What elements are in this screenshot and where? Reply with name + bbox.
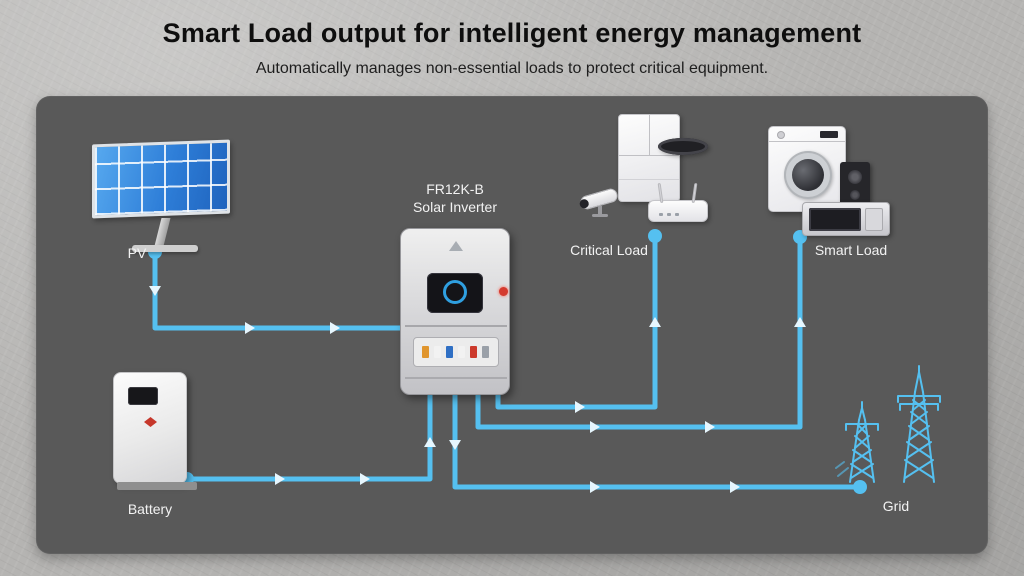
pv-to-inverter-line	[152, 249, 403, 331]
battery-base	[117, 482, 197, 490]
inverter-gauge-ring	[443, 280, 467, 304]
router-led	[659, 213, 663, 216]
small-tower-peak	[858, 401, 866, 421]
router-led	[667, 213, 671, 216]
inverter-to-critical-line	[495, 233, 658, 410]
fridge-door-line	[619, 155, 679, 156]
battery-graphic	[113, 368, 203, 498]
washer-knob	[777, 131, 785, 139]
security-camera-icon	[576, 187, 622, 218]
inverter-model: FR12K-B	[426, 181, 484, 197]
battery-to-inverter-line	[184, 392, 433, 482]
inverter-graphic	[400, 228, 514, 400]
terminal-orange	[422, 346, 429, 358]
inverter-seam	[405, 325, 507, 327]
fridge-icon	[618, 114, 680, 202]
grid-dot	[853, 480, 867, 494]
diagram-panel: PV Battery FR12K-B Solar Inverter	[36, 96, 988, 554]
microwave-window	[809, 208, 861, 231]
grid-spark-lines	[835, 461, 849, 477]
critical-load-graphic	[576, 114, 726, 238]
terminal-red	[470, 346, 477, 358]
solar-panel-icon	[92, 139, 230, 219]
grid-label: Grid	[882, 498, 910, 514]
router-led	[675, 213, 679, 216]
speaker-woofer	[848, 170, 862, 184]
smart-load-graphic	[764, 124, 909, 242]
terminal-white2	[458, 346, 465, 358]
inverter-terminal-panel	[413, 337, 499, 367]
fridge-split-line	[649, 115, 650, 155]
washer-display	[820, 131, 838, 138]
ceiling-light-icon	[658, 138, 708, 155]
terminal-blue	[446, 346, 453, 358]
solar-panel-pole	[154, 218, 171, 246]
pv-graphic	[86, 136, 246, 261]
grid-towers-icon	[835, 365, 941, 483]
washing-machine-icon	[768, 126, 846, 212]
terminal-white	[434, 346, 441, 358]
battery-screen	[128, 387, 158, 405]
small-tower-arm	[845, 423, 879, 431]
connection-lines	[148, 229, 867, 494]
page-title: Smart Load output for intelligent energy…	[162, 18, 862, 48]
page-subtitle: Automatically manages non-essential load…	[255, 60, 769, 77]
camera-lens	[578, 198, 590, 210]
smart-load-label: Smart Load	[814, 242, 888, 258]
battery-body	[113, 372, 187, 484]
inverter-to-smart-line	[475, 234, 803, 430]
battery-logo	[144, 417, 157, 427]
solar-panel-base	[132, 245, 198, 252]
flow-arrows	[149, 286, 806, 493]
small-tower-braces	[850, 423, 874, 479]
big-tower-legs	[903, 391, 935, 483]
router-icon	[648, 182, 708, 222]
big-tower-arms	[897, 395, 941, 411]
speaker-tweeter	[850, 190, 860, 200]
critical-load-label: Critical Load	[570, 242, 648, 258]
inverter-caption: FR12K-B Solar Inverter	[380, 180, 530, 216]
fridge-drawer-line	[619, 179, 679, 180]
inverter-screen	[427, 273, 483, 313]
pv-label: PV	[127, 245, 147, 261]
inverter-to-grid-line	[452, 392, 863, 490]
inverter-seam-2	[405, 377, 507, 379]
terminal-gray	[482, 346, 489, 358]
microwave-keypad	[865, 208, 883, 231]
washer-panel-line	[769, 141, 845, 142]
inverter-red-indicator	[499, 287, 508, 296]
microwave-icon	[802, 202, 890, 236]
router-antenna-right	[691, 182, 698, 204]
big-tower-peak	[914, 365, 924, 393]
camera-base	[592, 214, 608, 217]
inverter-body	[400, 228, 510, 395]
washer-door-glass	[792, 159, 824, 191]
critical-load-dot	[648, 229, 662, 243]
inverter-name: Solar Inverter	[412, 199, 498, 215]
washer-door	[784, 151, 832, 199]
inverter-brand-logo	[449, 241, 463, 251]
big-tower-braces	[904, 399, 934, 479]
battery-label: Battery	[127, 501, 173, 517]
camera-mount	[598, 206, 602, 215]
